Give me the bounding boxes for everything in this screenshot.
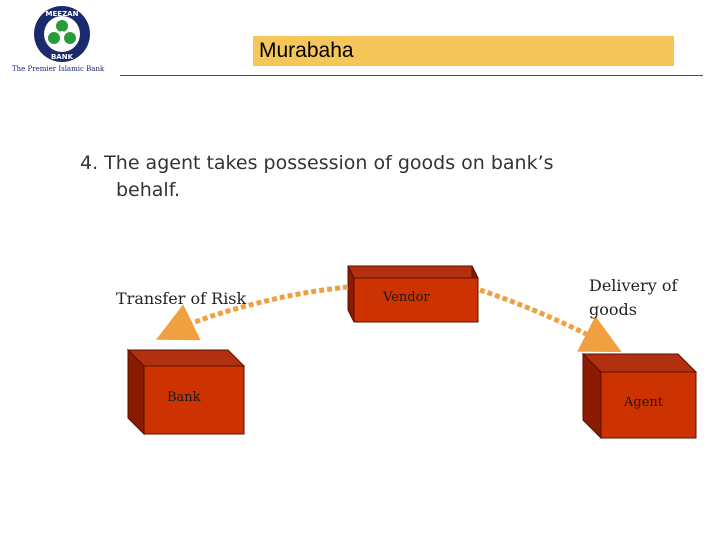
- agent-box: [581, 352, 698, 440]
- meezan-bank-logo: MEEZAN BANK: [4, 2, 118, 80]
- bank-box: [126, 348, 246, 436]
- delivery-label-line-1: Delivery of: [589, 276, 678, 295]
- vendor-label: Vendor: [383, 290, 430, 305]
- point-text: 4. The agent takes possession of goods o…: [80, 150, 680, 204]
- delivery-arrow: [479, 287, 622, 353]
- logo-caption: The Premier Islamic Bank: [12, 65, 105, 73]
- bank-label: Bank: [167, 390, 201, 405]
- header-rule: [120, 75, 703, 76]
- title-band: Murabaha: [253, 36, 674, 66]
- logo-bottom-text: BANK: [51, 53, 74, 61]
- logo-emblem-icon: MEEZAN BANK: [34, 6, 90, 62]
- agent-label: Agent: [624, 395, 663, 410]
- transfer-risk-label: Transfer of Risk: [116, 289, 247, 308]
- transfer-risk-arrow: [155, 284, 349, 341]
- point-line-1: 4. The agent takes possession of goods o…: [80, 152, 554, 174]
- delivery-label: Delivery of goods: [589, 274, 677, 322]
- delivery-label-line-2: goods: [589, 300, 637, 319]
- page-title: Murabaha: [259, 39, 354, 62]
- logo-top-text: MEEZAN: [46, 10, 79, 18]
- point-line-2: behalf.: [116, 179, 181, 201]
- vendor-box: [347, 265, 479, 323]
